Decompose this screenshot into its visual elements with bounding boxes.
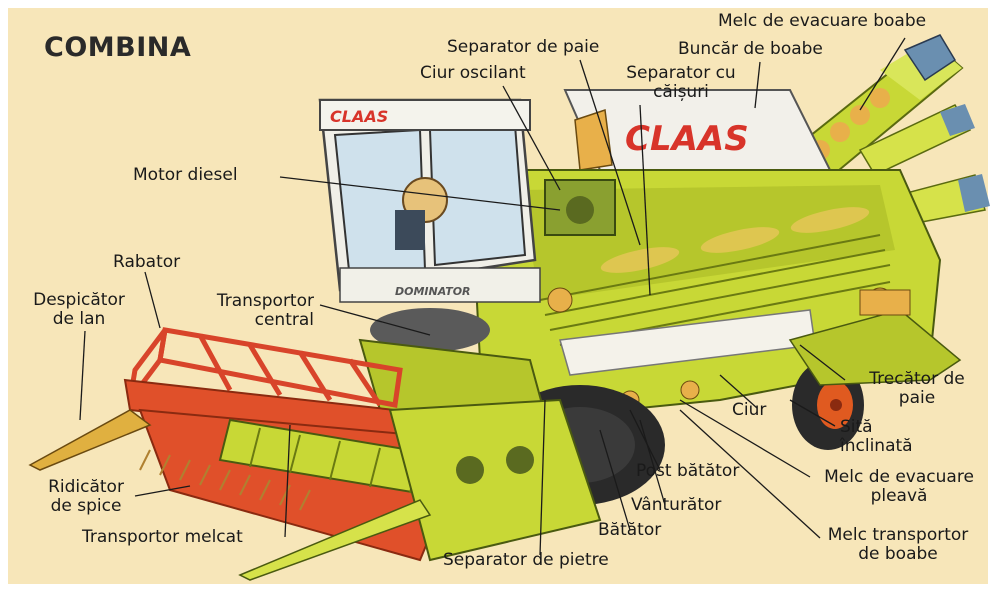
label-separator-paie: Separator de paie <box>447 37 600 57</box>
label-melc-transportor-boabe: Melc transportor de boabe <box>808 526 988 564</box>
label-vanturator: Vânturător <box>631 495 722 515</box>
label-sita-line2: înclinată <box>840 436 913 456</box>
label-transportor-melcat: Transportor melcat <box>82 527 243 547</box>
label-batator: Bătător <box>598 520 662 540</box>
label-sita-inclinata: Sită înclinată <box>840 418 913 456</box>
label-melc-pleava: Melc de evacuare pleavă <box>808 468 990 506</box>
label-melc-pleava-line2: pleavă <box>870 486 928 506</box>
leader-lines <box>79 37 906 556</box>
unloading-auger <box>778 34 964 192</box>
label-separator-caisuri: Separator cu căișuri <box>612 64 750 102</box>
crop-divider-left <box>28 409 152 471</box>
label-post-batator: Post bătător <box>636 461 740 481</box>
label-despicator: Despicător de lan <box>24 291 134 329</box>
label-ciur: Ciur <box>732 400 767 420</box>
brand-logo-large: CLAAS <box>625 119 749 159</box>
label-rabator: Rabator <box>113 252 181 272</box>
label-despicator-line1: Despicător <box>33 290 125 310</box>
label-separator-caisuri-line2: căișuri <box>653 82 709 102</box>
label-melc-transportor-line2: de boabe <box>858 544 938 564</box>
label-trecator-paie: Trecător de paie <box>851 370 983 408</box>
label-motor-diesel: Motor diesel <box>133 165 238 185</box>
brand-logo-cab: CLAAS <box>330 107 388 126</box>
combine-illustration: CLAAS CLAAS <box>28 34 990 581</box>
label-trecator-paie-line2: paie <box>898 388 936 408</box>
model-plate: DOMINATOR <box>395 285 471 298</box>
diagram-title: COMBINA <box>44 32 192 63</box>
label-ciur-oscilant: Ciur oscilant <box>420 63 526 83</box>
label-transportor-central: Transportor central <box>190 292 314 330</box>
crop-divider-right <box>238 499 432 581</box>
cab: CLAAS DOMINATOR <box>318 98 541 303</box>
label-sita-line1: Sită <box>840 417 873 437</box>
label-melc-evacuare-boabe: Melc de evacuare boabe <box>718 11 927 31</box>
label-melc-pleava-line1: Melc de evacuare <box>824 467 974 487</box>
label-melc-transportor-line1: Melc transportor <box>827 525 969 545</box>
label-separator-pietre: Separator de pietre <box>443 550 609 570</box>
label-transportor-central-line1: Transportor <box>216 291 314 311</box>
label-buncar-boabe: Buncăr de boabe <box>678 39 823 59</box>
label-transportor-central-line2: central <box>254 310 314 330</box>
label-ridicator-line2: de spice <box>50 496 122 516</box>
label-separator-caisuri-line1: Separator cu <box>626 63 736 83</box>
label-despicator-line2: de lan <box>52 309 106 329</box>
label-trecator-paie-line1: Trecător de <box>869 369 965 389</box>
label-ridicator-line1: Ridicător <box>48 477 124 497</box>
label-ridicator-spice: Ridicător de spice <box>34 478 138 516</box>
